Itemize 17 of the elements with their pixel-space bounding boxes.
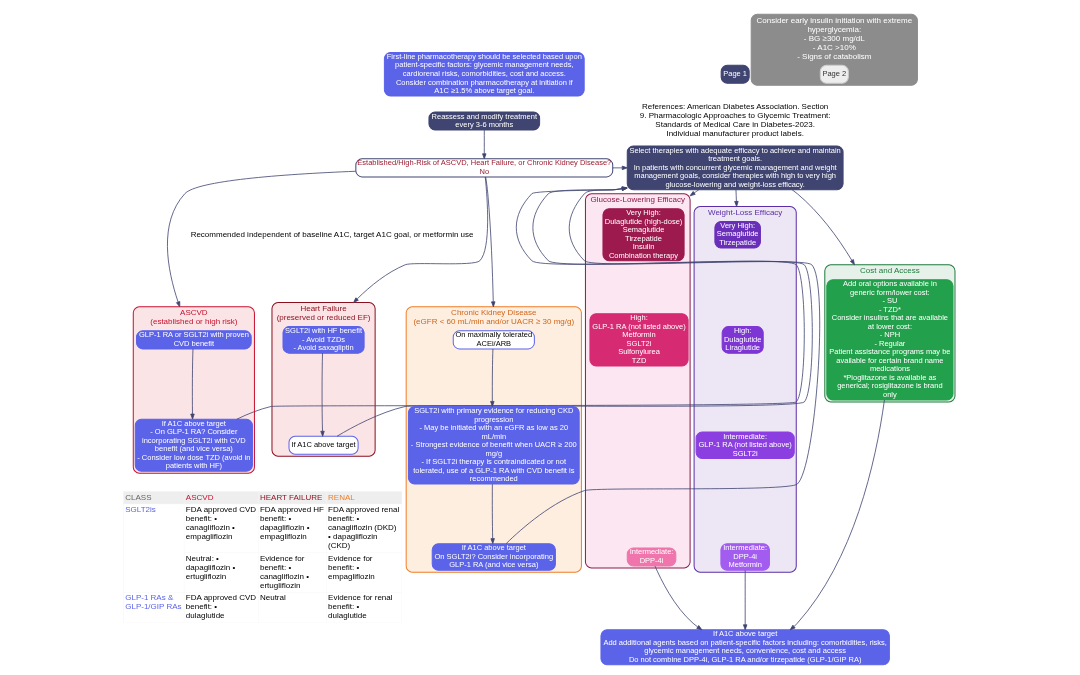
label: ASCVD — [185, 492, 214, 502]
label: Evidence for benefit: • empagliflozin — [328, 553, 375, 581]
label: FDA approved CVD benefit: • canagliflozin • empagliflozin — [185, 505, 257, 542]
label: HEART FAILURE — [259, 492, 323, 502]
label: FDA approved HF benefit: • dapagliflozin • empagliflozin — [259, 505, 324, 542]
label: References: American Diabetes Association. Section 9. Pharmacologic Approaches to Glycemic Treatment: Standards of Medical Care in Diabetes-2023. Individual manufacturer product labels. — [639, 102, 831, 139]
label: GLP-1 RAs & GLP-1/GIP RAs — [125, 593, 182, 612]
label: CLASS — [125, 492, 152, 502]
label: Recommended independent of baseline A1C, target A1C goal, or metformin use — [190, 229, 474, 239]
label: Evidence for renal benefit: • dulaglutide — [328, 593, 393, 621]
label: FDA approved renal benefit: • canagliflozin (DKD) • dapagliflozin (CKD) — [328, 505, 400, 551]
label: Evidence for benefit: • canagliflozin • ertugliflozin — [259, 553, 310, 590]
label: Neutral: • dapagliflozin • ertugliflozin — [185, 553, 236, 581]
label: Neutral — [259, 593, 286, 603]
label: SGLT2is — [125, 505, 156, 515]
label: FDA approved CVD benefit: • dulaglutide — [185, 593, 257, 621]
label: RENAL — [328, 492, 355, 502]
